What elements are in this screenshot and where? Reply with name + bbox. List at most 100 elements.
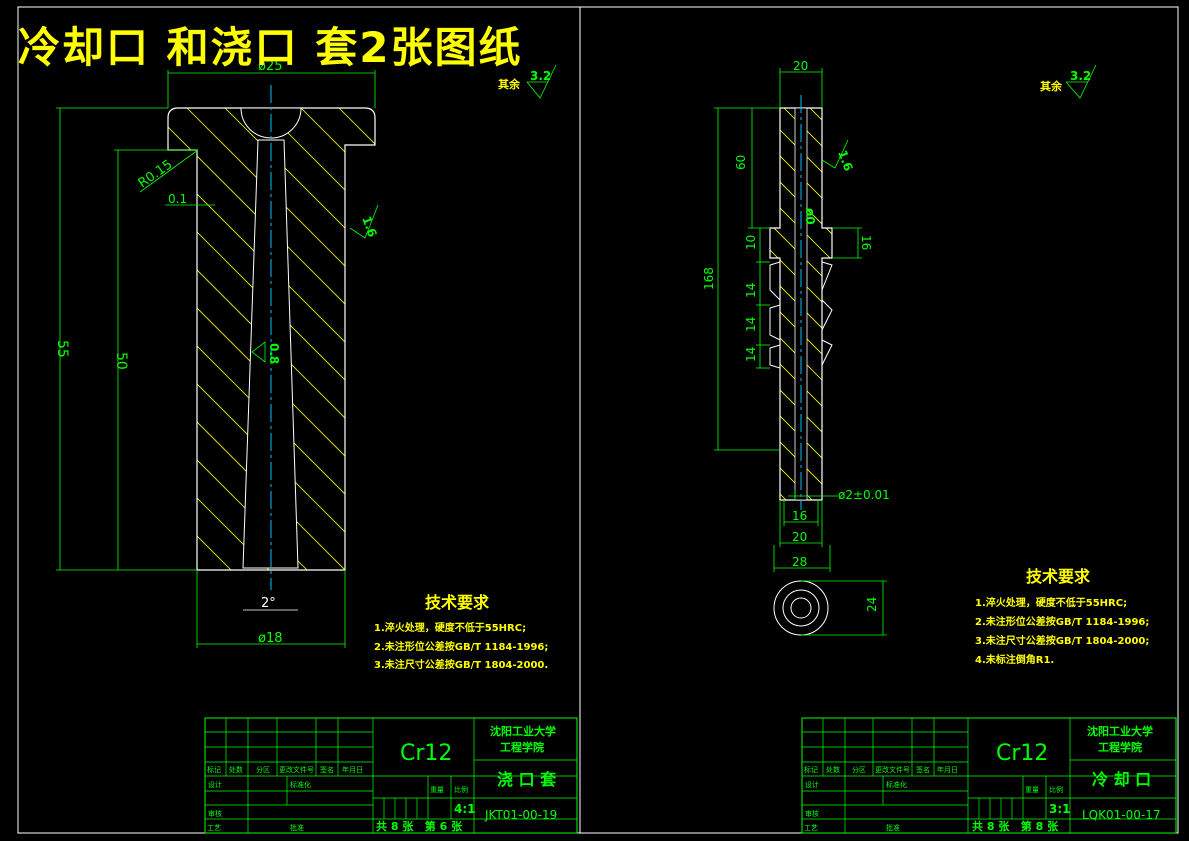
tb-approve: 批准 bbox=[290, 823, 304, 832]
tb-material: Cr12 bbox=[400, 741, 452, 766]
tech-req-right-item-1: 1.淬火处理，硬度不低于55HRC; bbox=[975, 596, 1127, 609]
tb-scale-label: 比例 bbox=[454, 785, 468, 794]
right-end-view bbox=[773, 580, 829, 636]
dim-bottom-dia-text: ø18 bbox=[258, 631, 283, 646]
dim-right-w16-text: 16 bbox=[792, 509, 807, 523]
tech-req-item-3: 3.未注尺寸公差按GB/T 1804-2000. bbox=[374, 658, 548, 671]
left-sheet: ø25 R0.15 0.1 55 50 ø18 bbox=[54, 59, 578, 834]
dim-total-height-text: 55 bbox=[54, 340, 70, 358]
tb-school: 沈阳工业大学 bbox=[490, 724, 556, 738]
tbr-hdr-4: 签名 bbox=[916, 765, 930, 774]
tbr-weight-label: 重量 bbox=[1025, 786, 1039, 794]
tb-process: 工艺 bbox=[207, 824, 221, 832]
dim-right-w24 bbox=[801, 580, 887, 636]
tech-req-right-item-3: 3.未注尺寸公差按GB/T 1804-2000; bbox=[975, 634, 1149, 647]
roughness-face-text: 1.6 bbox=[359, 214, 379, 239]
dim-right-w16 bbox=[783, 500, 819, 526]
tb-college: 工程学院 bbox=[500, 740, 544, 754]
dim-body-height-text: 50 bbox=[113, 352, 129, 370]
dim-right-h14a-text: 14 bbox=[744, 283, 758, 298]
dim-right-h168-text: 168 bbox=[702, 267, 716, 290]
roughness-right-rest-mark bbox=[1065, 64, 1097, 99]
tech-req-title: 技术要求 bbox=[425, 593, 490, 612]
tbr-scale: 3:1 bbox=[1049, 802, 1071, 816]
tech-req-item-2: 2.未注形位公差按GB/T 1184-1996; bbox=[374, 640, 548, 653]
dim-right-top-text: 20 bbox=[793, 59, 808, 73]
tb-hdr-4: 签名 bbox=[320, 765, 334, 774]
fillet-text: R0.15 bbox=[136, 157, 176, 191]
right-sheet: 20 60 168 10 14 14 14 16 bbox=[702, 59, 1177, 834]
dim-right-w20 bbox=[779, 500, 823, 547]
tb-part-name: 浇 口 套 bbox=[497, 770, 557, 789]
tbr-hdr-2: 分区 bbox=[852, 765, 866, 774]
tbr-hdr-3: 更改文件号 bbox=[875, 765, 910, 774]
dim-right-w20-text: 20 bbox=[792, 530, 807, 544]
tbr-design: 设计 bbox=[805, 780, 819, 789]
tech-req-right-item-2: 2.未注形位公差按GB/T 1184-1996; bbox=[975, 615, 1149, 628]
tbr-review: 审核 bbox=[805, 809, 819, 818]
tbr-process: 工艺 bbox=[804, 824, 818, 832]
dim-right-bore-text: ø2±0.01 bbox=[838, 488, 890, 502]
roughness-rest-value: 3.2 bbox=[530, 69, 551, 83]
dim-right-top bbox=[779, 68, 823, 108]
roughness-face-mark bbox=[349, 204, 379, 239]
tb-hdr-5: 年月日 bbox=[342, 765, 363, 774]
tb-design: 设计 bbox=[208, 780, 222, 789]
dim-right-h60-text: 60 bbox=[734, 155, 748, 170]
tech-req-item-1: 1.淬火处理，硬度不低于55HRC; bbox=[374, 621, 526, 634]
dim-right-h14b-text: 14 bbox=[744, 317, 758, 332]
tb-hdr-3: 更改文件号 bbox=[279, 765, 314, 774]
dim-right-w28 bbox=[773, 545, 831, 572]
tbr-hdr-5: 年月日 bbox=[937, 765, 958, 774]
dim-right-h168 bbox=[714, 107, 780, 451]
roughness-right-rest-label: 其余 bbox=[1040, 79, 1063, 93]
fillet-leader bbox=[139, 149, 199, 193]
dim-right-h10-text: 10 bbox=[744, 235, 758, 250]
tbr-sheets: 共 8 张 第 8 张 bbox=[972, 819, 1059, 833]
tbr-hdr-1: 处数 bbox=[826, 765, 840, 774]
tb-hdr-0: 标记 bbox=[207, 765, 221, 774]
dim-right-h16-text: 16 bbox=[859, 235, 873, 250]
right-section-hatch bbox=[770, 108, 832, 500]
dim-total-height bbox=[56, 107, 197, 571]
roughness-right-face-text: 1.6 bbox=[835, 148, 855, 173]
dim-right-h14c-text: 14 bbox=[744, 347, 758, 362]
tbr-scale-label: 比例 bbox=[1049, 785, 1063, 794]
dim-right-small-dia: ø0 bbox=[803, 208, 817, 225]
dim-right-h16 bbox=[832, 227, 862, 259]
title-block: 标记 处数 分区 更改文件号 签名 年月日 设计 标准化 审核 工艺 批准 Cr… bbox=[204, 717, 578, 834]
dim-taper-text: 2° bbox=[261, 596, 276, 611]
tbr-approve: 批准 bbox=[886, 823, 900, 832]
roughness-bore-mark bbox=[251, 341, 266, 363]
tb-review: 审核 bbox=[208, 809, 222, 818]
dim-right-h60 bbox=[748, 107, 780, 229]
dim-top-dia-text: ø25 bbox=[258, 59, 283, 74]
banner-title: 冷却口 和浇口 套2张图纸 bbox=[18, 23, 523, 72]
sheet-outer-frame bbox=[17, 6, 1179, 834]
dim-step-text: 0.1 bbox=[168, 192, 187, 206]
dim-bottom-dia bbox=[196, 570, 346, 648]
tbr-material: Cr12 bbox=[996, 741, 1048, 766]
tb-sheets: 共 8 张 第 6 张 bbox=[376, 819, 463, 833]
dim-right-w24-text: 24 bbox=[865, 597, 879, 612]
roughness-bore-text: 0.8 bbox=[267, 343, 281, 364]
dim-right-bore bbox=[788, 490, 838, 500]
roughness-rest-mark bbox=[526, 64, 557, 99]
right-barbs bbox=[769, 261, 833, 369]
tech-req-right-title: 技术要求 bbox=[1026, 567, 1091, 586]
tbr-hdr-0: 标记 bbox=[804, 765, 818, 774]
tb-hdr-1: 处数 bbox=[229, 765, 243, 774]
roughness-right-face-mark bbox=[821, 139, 849, 169]
title-block-right: 标记 处数 分区 更改文件号 签名 年月日 设计 标准化 审核 工艺 批准 Cr… bbox=[801, 717, 1177, 834]
tb-hdr-2: 分区 bbox=[256, 765, 270, 774]
left-section-hatch bbox=[168, 108, 375, 570]
tb-drawing-no: JKT01-00-19 bbox=[484, 808, 557, 822]
dim-top-dia bbox=[167, 70, 376, 108]
dim-body-height bbox=[114, 149, 197, 570]
tech-req-right-item-4: 4.未标注倒角R1. bbox=[975, 653, 1054, 666]
tbr-school: 沈阳工业大学 bbox=[1087, 724, 1153, 738]
tb-scale: 4:1 bbox=[454, 802, 476, 816]
tbr-standard: 标准化 bbox=[886, 780, 907, 789]
roughness-rest-label: 其余 bbox=[498, 77, 521, 91]
